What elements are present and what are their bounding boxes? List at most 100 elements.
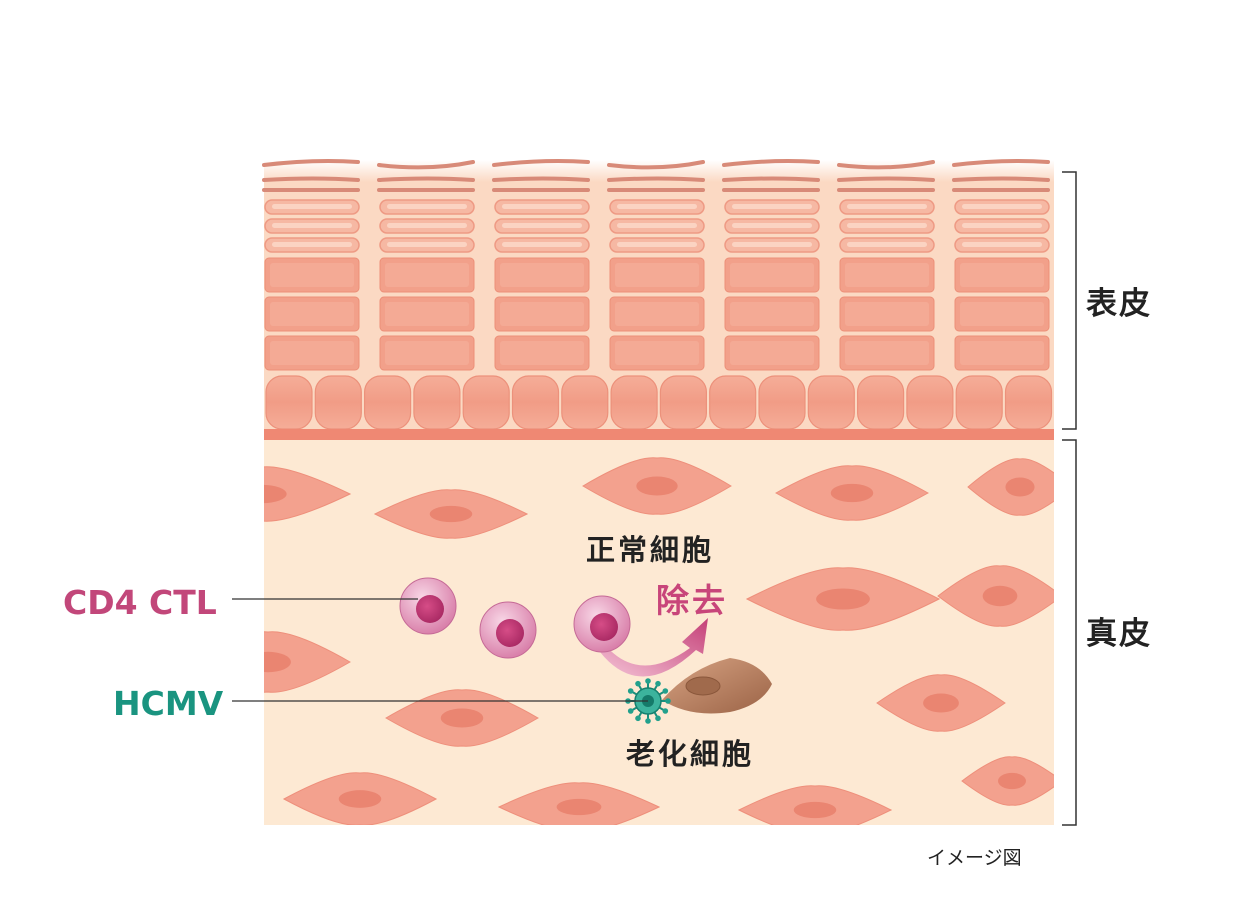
granular-cell-highlight <box>847 242 927 247</box>
spinous-cell-highlight <box>845 302 929 326</box>
corneocyte-flake <box>377 176 475 182</box>
spinous-cell-highlight <box>845 263 929 287</box>
granular-cell-highlight <box>962 223 1042 228</box>
fibroblast-nucleus <box>636 476 678 496</box>
fibroblast <box>282 772 438 825</box>
spinous-cell-highlight <box>845 341 929 365</box>
fibroblast-nucleus <box>793 801 837 819</box>
basal-cell <box>610 375 658 430</box>
spinous-cell-highlight <box>385 302 469 326</box>
fibroblast <box>937 565 1054 627</box>
corneocyte-flake <box>492 176 590 182</box>
basal-cell <box>856 375 905 430</box>
basal-cell <box>561 375 609 430</box>
fibroblast-nucleus <box>264 484 287 504</box>
virus-spike-tip <box>662 688 669 694</box>
fibroblast-nucleus <box>1005 477 1035 497</box>
fibroblast <box>264 466 352 522</box>
granular-cell-highlight <box>847 223 927 228</box>
granular-cell-highlight <box>502 242 582 247</box>
fibroblast-cells <box>264 457 1054 825</box>
granular-cell-highlight <box>272 242 352 247</box>
basement-membrane <box>264 429 1054 440</box>
virus-spike-tip <box>645 678 651 684</box>
basal-cell <box>314 375 362 430</box>
corneocyte-flake <box>952 176 1050 182</box>
granular-cell-highlight <box>732 223 812 228</box>
basal-cell <box>807 375 855 430</box>
spinous-cell-highlight <box>960 263 1044 287</box>
spinous-cell-highlight <box>385 263 469 287</box>
basal-cell <box>511 375 560 430</box>
fibroblast <box>497 782 661 825</box>
granular-cell-highlight <box>272 223 352 228</box>
fibroblast <box>774 465 930 521</box>
corneocyte-flake <box>722 176 820 182</box>
granular-cell-highlight <box>732 204 812 209</box>
basal-cell <box>265 375 313 430</box>
fibroblast <box>961 756 1054 806</box>
cd4-ctl-cell <box>479 601 537 659</box>
corneocyte-flake <box>262 159 360 167</box>
granular-cell-highlight <box>387 204 467 209</box>
virus-spike-tip <box>627 708 634 714</box>
fibroblast-nucleus <box>982 585 1018 607</box>
granular-cell-highlight <box>962 242 1042 247</box>
fibroblast <box>582 457 732 515</box>
spinous-cell-highlight <box>730 302 814 326</box>
granular-cell-highlight <box>387 223 467 228</box>
dermis-layer <box>264 440 1054 825</box>
basal-cell <box>758 375 806 430</box>
spinous-cell-highlight <box>615 263 699 287</box>
spinous-cell-highlight <box>730 341 814 365</box>
basal-cell <box>709 375 757 430</box>
hcmv-label: HCMV <box>113 684 224 723</box>
removal-arrow <box>600 618 708 677</box>
granular-cell-highlight <box>272 204 352 209</box>
virus-spike-tip <box>627 688 634 694</box>
basal-cell <box>413 375 461 430</box>
spinous-cell-highlight <box>270 341 354 365</box>
fibroblast-nucleus <box>440 708 484 728</box>
corneocyte-flake <box>837 160 935 170</box>
fibroblast <box>264 631 352 693</box>
granular-cell-highlight <box>732 242 812 247</box>
virus-spike-tip <box>655 680 661 687</box>
epidermis-label: 表皮 <box>1086 286 1152 322</box>
corneocyte-flake <box>607 160 705 170</box>
granular-cell-highlight <box>502 223 582 228</box>
fibroblast <box>737 785 893 825</box>
fibroblast-body <box>264 631 352 693</box>
spinous-cell-highlight <box>270 302 354 326</box>
spinous-cell-highlight <box>385 341 469 365</box>
fibroblast-nucleus <box>556 798 602 816</box>
hcmv-virus <box>625 678 671 724</box>
cd4-ctl-cell <box>573 595 631 653</box>
epidermis-bracket <box>1062 171 1077 430</box>
basal-cell <box>462 375 510 430</box>
spinous-cell-highlight <box>500 263 584 287</box>
fibroblast-nucleus <box>264 651 291 673</box>
normal-cell-label: 正常細胞 <box>586 533 715 567</box>
image-note: イメージ図 <box>927 847 1022 869</box>
fibroblast <box>745 567 941 631</box>
spinous-cell-highlight <box>960 341 1044 365</box>
corneocyte-flake <box>722 159 820 167</box>
fibroblast <box>385 689 539 747</box>
senescent-cell-label: 老化細胞 <box>626 737 755 771</box>
corneocyte-flake <box>837 176 935 182</box>
granular-cell-highlight <box>617 242 697 247</box>
virus-spike-tip <box>635 680 641 687</box>
virus-spike-tip <box>665 698 671 704</box>
keratinocyte-columns <box>262 159 1050 371</box>
epidermis-layer <box>262 159 1054 440</box>
cd4-ctl-cell <box>399 577 457 635</box>
fibroblast <box>373 489 529 539</box>
cd4-ctl-label: CD4 CTL <box>63 583 217 622</box>
virus-spike-tip <box>662 708 669 714</box>
spinous-cell-highlight <box>615 341 699 365</box>
basal-cell <box>364 375 412 430</box>
basal-cell <box>1004 375 1053 430</box>
fibroblast-nucleus <box>338 790 382 808</box>
